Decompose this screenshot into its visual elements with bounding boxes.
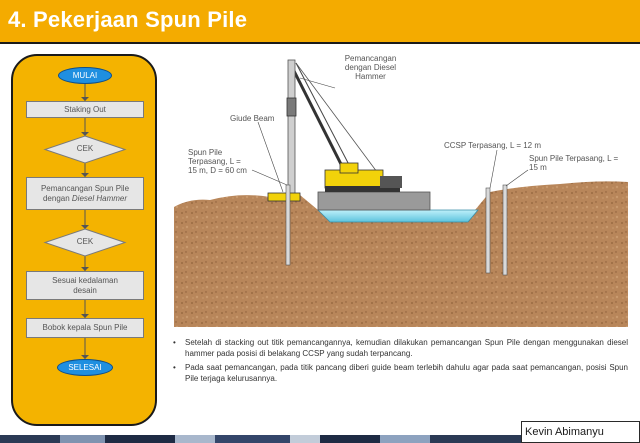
spun-pile-left-label: Spun Pile Terpasang, L = 15 m, D = 60 cm — [188, 148, 247, 175]
slide-title: 4. Pekerjaan Spun Pile — [8, 7, 248, 32]
crane-boom — [288, 62, 352, 183]
step-staking-out-label: Staking Out — [64, 104, 106, 114]
ccsp-pile — [485, 187, 491, 274]
crane-barge — [317, 191, 431, 211]
title-bar: 4. Pekerjaan Spun Pile — [0, 0, 640, 44]
footer-color-strip — [0, 435, 521, 443]
start-label: MULAI — [72, 71, 98, 80]
end-terminal: SELESAI — [57, 359, 113, 376]
step-sesuai-kedalaman: Sesuai kedalaman desain — [26, 271, 144, 300]
start-terminal: MULAI — [58, 67, 112, 84]
guide-beam-label: Giude Beam — [230, 114, 275, 123]
step-sesuai-line1: Sesuai kedalaman — [52, 275, 118, 285]
bullet-item: • Pada saat pemancangan, pada titik panc… — [173, 363, 628, 383]
diesel-hammer — [286, 97, 297, 117]
spun-pile-right — [502, 184, 508, 276]
step-bobok-kepala: Bobok kepala Spun Pile — [26, 318, 144, 338]
step-pemancangan-line1: Pemancangan Spun Pile — [40, 183, 130, 193]
bullet-item: • Setelah di stacking out titik pemancan… — [173, 338, 628, 358]
check-diamond-2 — [43, 228, 127, 257]
step-sesuai-line2: desain — [73, 285, 97, 295]
excavation-water — [317, 209, 479, 223]
step-pemancangan-line2: dengan Diesel Hammer — [42, 193, 128, 203]
check-2-label: CEK — [76, 237, 94, 246]
diesel-hammer-leader — [287, 59, 296, 196]
step-bobok-label: Bobok kepala Spun Pile — [42, 323, 128, 332]
author-name: Kevin Abimanyu — [521, 421, 640, 443]
guide-beam — [267, 192, 301, 202]
step-staking-out: Staking Out — [26, 101, 144, 118]
spun-pile-right-label: Spun Pile Terpasang, L = 15 m — [529, 154, 619, 172]
spun-pile-left — [285, 184, 291, 266]
step-pemancangan: Pemancangan Spun Pile dengan Diesel Hamm… — [26, 177, 144, 210]
end-label: SELESAI — [68, 363, 102, 372]
check-1-label: CEK — [76, 144, 94, 153]
diesel-hammer-italic: Diesel Hammer — [71, 193, 128, 203]
description-bullets: • Setelah di stacking out titik pemancan… — [173, 337, 628, 387]
check-diamond-1 — [43, 135, 127, 164]
ccsp-label: CCSP Terpasang, L = 12 m — [444, 141, 542, 150]
bullet-dot: • — [173, 338, 176, 347]
crane-label: Pemancangan dengan Diesel Hammer — [344, 54, 397, 81]
bullet-dot: • — [173, 363, 176, 372]
